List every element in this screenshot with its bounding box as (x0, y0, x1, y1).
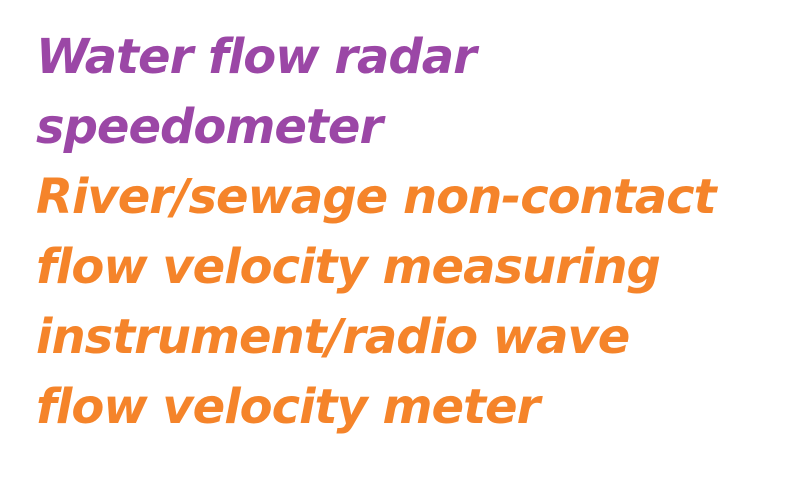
subtitle-line-1: River/sewage non-contact (36, 169, 717, 225)
title-line-1: Water flow radar (36, 29, 477, 85)
subtitle-line-2: flow velocity measuring (36, 239, 661, 295)
title-line-2: speedometer (36, 99, 383, 155)
subtitle-line-3: instrument/radio wave (36, 309, 630, 365)
subtitle-line-4: flow velocity meter (36, 379, 540, 435)
product-title-banner: Water flow radar speedometer River/sewag… (36, 22, 786, 442)
